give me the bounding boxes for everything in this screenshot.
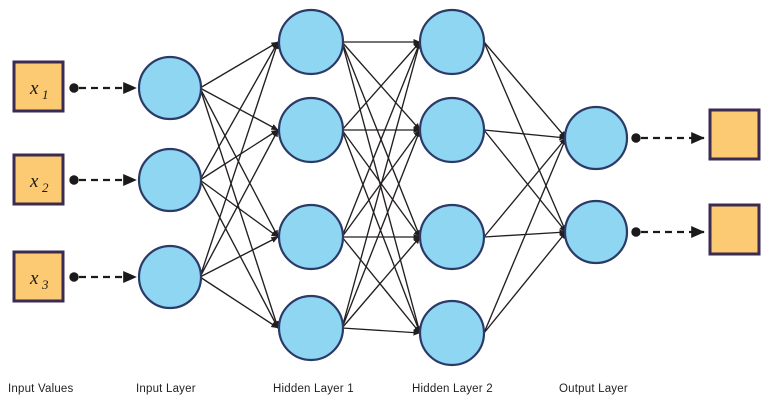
- hidden-layer-1-nodes: [277, 8, 345, 362]
- input-value-box[interactable]: x 1: [12, 60, 65, 113]
- dash-start-dot: [631, 133, 641, 143]
- input-value-subscript: 3: [41, 277, 49, 292]
- edges-input-to-hidden1: [199, 41, 279, 329]
- neuron-input-2[interactable]: [137, 147, 203, 213]
- input-value-symbol: x: [29, 171, 39, 192]
- caption-hidden-layer-2: Hidden Layer 2: [412, 383, 493, 395]
- neuron-hidden1-1[interactable]: [277, 8, 345, 76]
- neuron-hidden1-2[interactable]: [277, 96, 345, 164]
- dashed-arrows-output-to-values: [631, 131, 705, 239]
- input-value-symbol: x: [29, 268, 39, 289]
- neuron-hidden2-4[interactable]: [418, 299, 486, 367]
- input-value-box[interactable]: x 2: [12, 153, 65, 206]
- caption-output-layer: Output Layer: [559, 383, 628, 395]
- dash-start-dot: [631, 227, 641, 237]
- neuron-hidden2-1[interactable]: [418, 8, 486, 76]
- edges-hidden1-to-hidden2: [341, 38, 422, 336]
- dash-start-dot: [69, 175, 79, 185]
- output-value-box[interactable]: [708, 203, 761, 256]
- neuron-output-2[interactable]: [563, 199, 629, 265]
- input-value-subscript: 2: [42, 180, 49, 195]
- neuron-input-1[interactable]: [137, 55, 203, 121]
- dash-start-dot: [69, 83, 79, 93]
- input-value-subscript: 1: [42, 87, 49, 102]
- neuron-hidden1-4[interactable]: [277, 294, 345, 362]
- output-value-boxes: [708, 108, 761, 256]
- neuron-hidden1-3[interactable]: [277, 203, 345, 271]
- dashed-arrows-values-to-input: [69, 81, 137, 284]
- neuron-input-3[interactable]: [137, 244, 203, 310]
- output-layer-nodes: [563, 105, 629, 265]
- edges-hidden2-to-output: [483, 41, 567, 334]
- caption-input-layer: Input Layer: [136, 383, 196, 395]
- caption-hidden-layer-1: Hidden Layer 1: [273, 383, 354, 395]
- neuron-hidden2-2[interactable]: [418, 96, 486, 164]
- output-value-box[interactable]: [708, 108, 761, 161]
- caption-input-values: Input Values: [8, 383, 74, 395]
- input-value-boxes: x 1 x 2 x 3: [12, 60, 65, 303]
- hidden-layer-2-nodes: [418, 8, 486, 367]
- input-layer-nodes: [137, 55, 203, 310]
- neuron-output-1[interactable]: [563, 105, 629, 171]
- input-value-symbol: x: [29, 78, 39, 99]
- neuron-hidden2-3[interactable]: [418, 203, 486, 271]
- input-value-box[interactable]: x 3: [12, 250, 65, 303]
- dash-start-dot: [69, 272, 79, 282]
